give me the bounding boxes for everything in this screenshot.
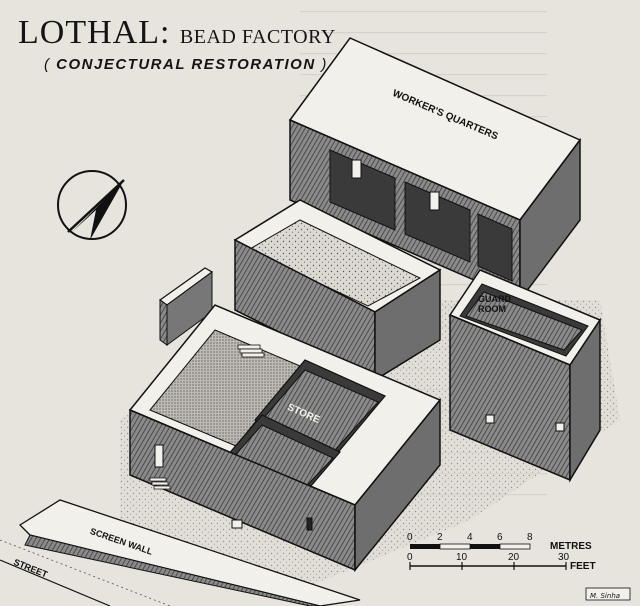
screen-wall	[0, 499, 361, 606]
lower-block	[128, 304, 442, 573]
title-sub: BEAD FACTORY	[179, 26, 336, 48]
stairs	[237, 344, 265, 358]
scale-feet-tick-10: 10	[456, 552, 468, 563]
scale-bar: 0 2 4 6 8 METRES 0 10 20 30 FEET	[407, 532, 596, 572]
page-title: LOTHAL: BEAD FACTORY	[18, 14, 336, 52]
guard-room-block	[448, 269, 602, 483]
label-guard-room-line1: GUARD	[478, 294, 511, 304]
title-main: LOTHAL:	[18, 14, 171, 51]
subtitle-text: CONJECTURAL RESTORATION	[56, 56, 316, 73]
scale-feet-tick-20: 20	[508, 552, 520, 563]
scale-metres-tick-8: 8	[527, 532, 533, 543]
north-arrow-icon	[57, 170, 127, 240]
scale-metres-tick-4: 4	[467, 532, 473, 543]
subtitle-paren-close: )	[321, 56, 328, 73]
page-subtitle: ( CONJECTURAL RESTORATION )	[44, 56, 328, 73]
subtitle-paren-open: (	[44, 56, 51, 73]
scale-metres-tick-0: 0	[407, 532, 413, 543]
scale-metres-tick-2: 2	[437, 532, 443, 543]
scale-feet-label: FEET	[570, 561, 596, 572]
signature-box	[585, 587, 631, 601]
label-guard-room-line2: ROOM	[478, 304, 506, 314]
scale-metres-label: METRES	[550, 541, 592, 552]
scale-metres-tick-6: 6	[497, 532, 503, 543]
scale-feet-tick-0: 0	[407, 552, 413, 563]
central-court-walls	[158, 199, 442, 382]
artist-signature: M. Sinha	[590, 592, 620, 600]
scale-feet-tick-30: 30	[558, 552, 570, 563]
label-guard-room: GUARD ROOM	[478, 294, 511, 314]
